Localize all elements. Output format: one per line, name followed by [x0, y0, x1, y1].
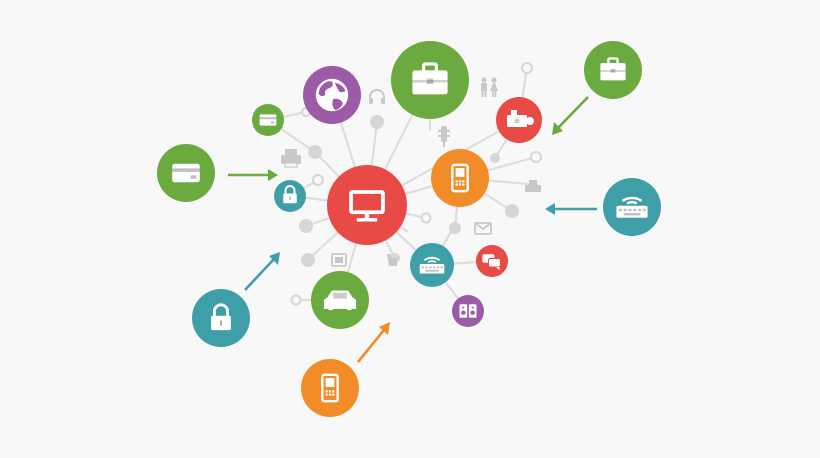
outer-node-lock — [192, 289, 250, 347]
credit-card-icon — [172, 163, 200, 183]
node-lock-small — [274, 180, 306, 212]
outer-node-card — [157, 144, 215, 202]
node-projector — [496, 97, 542, 143]
arrow-card-in — [228, 169, 278, 181]
node-chat — [476, 245, 508, 277]
arrow-keyboard-in — [545, 203, 597, 215]
arrow-lock-in — [244, 252, 280, 291]
outer-node-keyboard — [603, 178, 661, 236]
people-icon — [481, 77, 498, 97]
small-hollow-dots — [290, 62, 542, 306]
node-hub-monitor — [327, 165, 407, 245]
globe-icon — [315, 78, 349, 112]
traffic-light-icon — [438, 126, 450, 147]
node-briefcase-top — [391, 41, 469, 119]
outer-node-briefcase — [584, 41, 642, 99]
node-phone-right — [431, 149, 489, 207]
node-speakers — [452, 295, 484, 327]
credit-card-icon — [259, 114, 277, 126]
small-grey-dots — [299, 115, 519, 267]
arrow-briefcase-in — [552, 96, 589, 135]
printer-icon — [281, 149, 301, 168]
hand-pointer-icon — [387, 254, 397, 266]
outer-node-phone — [301, 359, 359, 417]
headphones-icon — [369, 89, 385, 104]
arrow-phone-in — [356, 322, 390, 363]
envelope-icon — [474, 222, 492, 235]
fax-icon — [525, 180, 541, 192]
arrows — [228, 96, 597, 363]
node-car — [311, 271, 369, 329]
node-globe — [303, 66, 361, 124]
faint-icons — [281, 77, 541, 267]
node-keyboard-mid — [410, 243, 454, 287]
node-card-small — [252, 104, 284, 136]
tablet-icon — [331, 253, 347, 267]
